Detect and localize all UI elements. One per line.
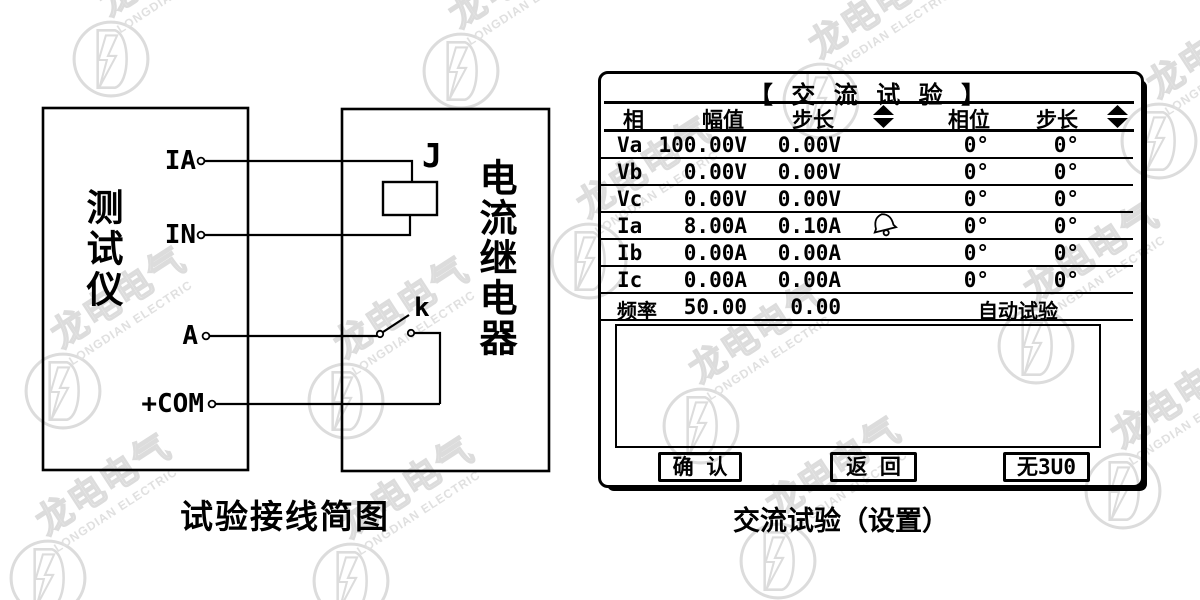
angle-value[interactable]: 0° (963, 214, 989, 238)
back-button[interactable]: 返 回 (830, 452, 917, 482)
angle-value[interactable]: 0° (963, 160, 989, 184)
watermark-cn: 龙电电气 (1139, 0, 1200, 107)
angle-step-value[interactable]: 0° (1053, 160, 1079, 184)
row-name: 频率 (617, 299, 657, 323)
amplitude-value[interactable]: 0.00A (683, 241, 747, 265)
terminal-dot-in (196, 230, 206, 240)
angle-value[interactable]: 0° (963, 241, 989, 265)
table-row-ia: Ia 8.00A 0.10A 0° 0° (601, 213, 1133, 240)
amplitude-value[interactable]: 8.00A (683, 214, 747, 238)
col-header-angle-step: 步长 (1036, 108, 1078, 132)
table-row-ic: Ic 0.00A 0.00A 0° 0° (601, 267, 1133, 294)
angle-value[interactable]: 0° (963, 133, 989, 157)
relay-coil (381, 180, 439, 217)
wire-ia (205, 159, 414, 182)
angle-step-value[interactable]: 0° (1053, 133, 1079, 157)
header-divider (604, 129, 1134, 132)
terminal-label-com: +COM (141, 389, 204, 419)
diagram-caption: 试验接线简图 (180, 497, 390, 536)
step-value[interactable]: 0.00V (777, 187, 841, 211)
col-header-angle: 相位 (948, 108, 990, 132)
step-value[interactable]: 0.00A (777, 241, 841, 265)
table-row-frequency: 频率 50.00 0.00 自动试验 (601, 294, 1133, 323)
terminal-dot-a (201, 331, 211, 341)
col-header-amplitude: 幅值 (702, 108, 744, 132)
row-name: Vb (617, 160, 643, 184)
amplitude-value[interactable]: 100.00V (658, 133, 747, 157)
row-name: Va (617, 133, 643, 157)
angle-step-value[interactable]: 0° (1053, 187, 1079, 211)
sort-updown-icon[interactable] (873, 105, 894, 129)
row-name: Vc (617, 187, 643, 211)
terminal-label-ia: IA (164, 146, 196, 176)
wire-in (205, 215, 412, 237)
amplitude-value[interactable]: 0.00V (683, 187, 747, 211)
no-3u0-button[interactable]: 无3U0 (1003, 452, 1090, 482)
terminal-dot-ia (196, 156, 206, 166)
switch-blade (382, 314, 410, 333)
relay-coil-label: J (422, 136, 442, 175)
switch-label: k (414, 293, 430, 323)
table-row-vc: Vc 0.00V 0.00V 0° 0° (601, 186, 1133, 213)
step-value[interactable]: 0.00V (777, 133, 841, 157)
table-row-va: Va 100.00V 0.00V 0° 0° (601, 132, 1133, 159)
frequency-step[interactable]: 0.00 (790, 295, 841, 319)
switch-contact-left (375, 329, 385, 339)
message-box (615, 324, 1101, 448)
angle-step-value[interactable]: 0° (1053, 214, 1079, 238)
switch-contact-right (406, 328, 416, 338)
watermark-logo-icon (310, 540, 392, 600)
confirm-button[interactable]: 确 认 (658, 452, 742, 482)
wire-switch-out (414, 331, 442, 404)
terminal-label-a: A (182, 321, 198, 351)
title-divider (604, 101, 1134, 104)
angle-step-value[interactable]: 0° (1053, 268, 1079, 292)
angle-value[interactable]: 0° (963, 268, 989, 292)
watermark-en: LONGDIAN ELECTRIC (1162, 28, 1200, 118)
step-value[interactable]: 0.10A (777, 214, 841, 238)
table-row-vb: Vb 0.00V 0.00V 0° 0° (601, 159, 1133, 186)
ac-test-panel: 【 交 流 试 验 】 相 幅值 步长 相位 步长 Va 100.00V 0.0… (598, 71, 1144, 488)
terminal-label-in: IN (164, 220, 196, 250)
angle-step-value[interactable]: 0° (1053, 241, 1079, 265)
sort-updown-icon[interactable] (1107, 105, 1128, 129)
bell-icon[interactable] (869, 210, 899, 238)
frequency-value[interactable]: 50.00 (683, 295, 747, 319)
relay-label: 电流继电器 (473, 158, 517, 358)
angle-value[interactable]: 0° (963, 187, 989, 211)
col-header-phase: 相 (623, 108, 644, 132)
test-mode-value[interactable]: 自动试验 (978, 299, 1058, 323)
watermark-cn: 龙电电气 (801, 0, 952, 67)
tester-box (41, 106, 250, 472)
amplitude-value[interactable]: 0.00V (683, 160, 747, 184)
panel-caption: 交流试验（设置） (733, 506, 949, 537)
tester-label: 测试仪 (80, 188, 123, 311)
watermark-en: LONGDIAN ELECTRIC (824, 0, 954, 78)
watermark-logo-icon (7, 537, 89, 600)
step-value[interactable]: 0.00A (777, 268, 841, 292)
terminal-dot-com (207, 399, 217, 409)
amplitude-value[interactable]: 0.00A (683, 268, 747, 292)
table-row-ib: Ib 0.00A 0.00A 0° 0° (601, 240, 1133, 267)
step-value[interactable]: 0.00V (777, 160, 841, 184)
